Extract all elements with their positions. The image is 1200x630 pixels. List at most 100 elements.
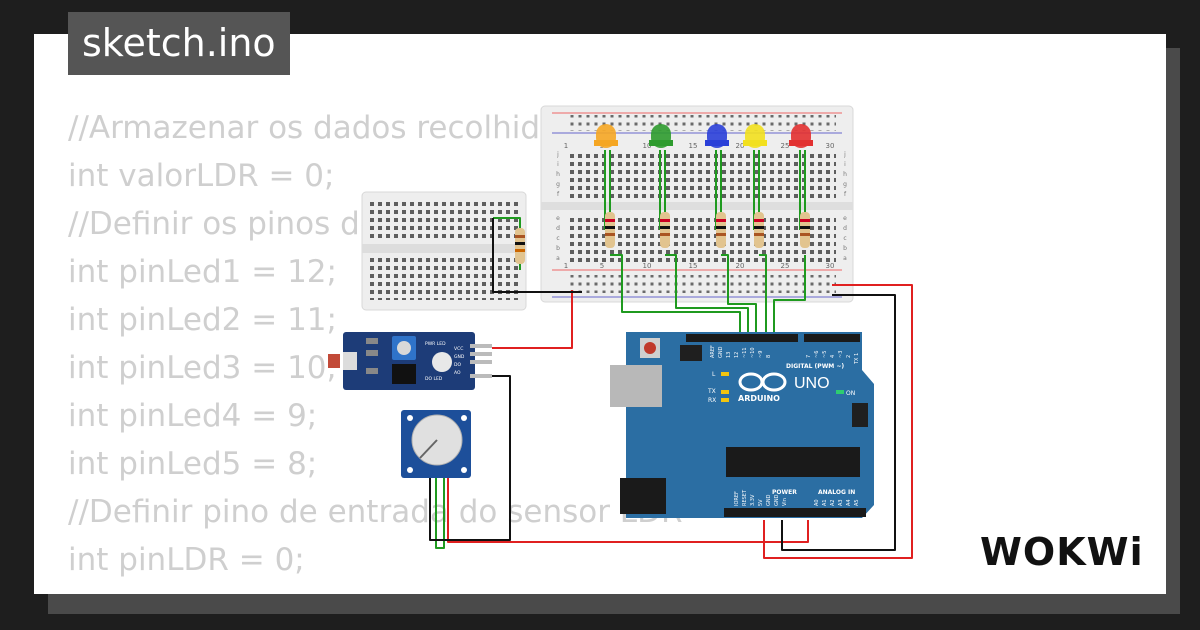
code-line: //Definir os pinos de — [68, 206, 379, 242]
pin-label: RESET — [742, 489, 748, 506]
pin-label: A3 — [838, 499, 844, 506]
digital-label: DIGITAL (PWM ~) — [786, 363, 844, 370]
sensor-pin-label: AO — [454, 370, 461, 376]
pin-label: 7 — [806, 355, 812, 358]
pin-wire — [773, 255, 806, 335]
resistors — [515, 212, 810, 264]
code-line: void setup(){ — [68, 584, 683, 594]
sensor-pin-label: DO — [454, 362, 461, 368]
pin-label: ~9 — [758, 351, 764, 358]
resistor — [754, 212, 764, 248]
pin-label: 3.3V — [750, 494, 756, 506]
atmega-chip — [726, 447, 860, 477]
led-green — [649, 124, 673, 148]
bb-number: 5 — [600, 262, 604, 270]
pin-label: Vin — [782, 498, 788, 506]
pin-label: ~11 — [742, 347, 748, 358]
bb-row-label: c — [556, 235, 559, 242]
power-label: POWER — [772, 489, 797, 496]
pin-label: 4 — [830, 355, 836, 358]
arduino-uno: UNO ARDUINO DIGITAL (PWM ~) POWER ANALOG… — [610, 332, 874, 518]
bb-row-label: b — [843, 245, 847, 252]
bb-number: 1 — [564, 262, 568, 270]
5v-wire — [763, 284, 913, 559]
led-blue — [705, 124, 729, 148]
pin-label: GND — [718, 346, 724, 358]
digital-pin-labels: AREF GND 13 12 ~11 ~10 ~9 8 7 ~6 ~5 4 ~3… — [710, 345, 868, 365]
code-line: int pinLed5 = 8; — [68, 446, 318, 482]
pin-wire — [665, 254, 749, 335]
pin-label: 5V — [758, 499, 764, 506]
bb-row-label: i — [557, 161, 559, 168]
sensor-pin-label: GND — [454, 354, 465, 360]
bb-number: 20 — [736, 142, 745, 150]
pin-label: IOREF — [734, 491, 740, 506]
bb-number: 10 — [643, 262, 652, 270]
code-line: int pinLed3 = 10; — [68, 350, 337, 386]
pin-label: AREF — [710, 345, 716, 358]
wokwi-logo: WOKWi — [980, 530, 1144, 574]
bb-number: 20 — [736, 262, 745, 270]
bb-number: 15 — [689, 142, 698, 150]
led-red — [789, 124, 813, 148]
sketch-title: sketch.ino — [68, 12, 290, 75]
pin-label: ~5 — [822, 351, 828, 358]
sensor-led-label: PWR LED — [425, 341, 446, 347]
pot-vcc-wire — [447, 470, 809, 543]
code-line: int pinLDR = 0; — [68, 542, 305, 578]
bb-number: 25 — [781, 142, 790, 150]
ao-wire — [429, 375, 511, 541]
pin-wire — [759, 254, 767, 335]
bb-row-label: i — [844, 161, 846, 168]
analog-label: ANALOG IN — [818, 489, 855, 496]
usb-port — [610, 365, 662, 407]
bb-number: 30 — [826, 142, 835, 150]
bb-row-label: e — [843, 215, 847, 222]
pin-label: A0 — [814, 499, 820, 506]
sensor-led-label: DO LED — [425, 376, 443, 382]
pin-label: 13 — [726, 352, 732, 358]
bb-row-label: g — [843, 181, 847, 188]
bb-number: 25 — [781, 262, 790, 270]
pin-label: RX 0 — [862, 352, 868, 364]
rx-label: RX — [708, 397, 716, 404]
bb-row-label: f — [844, 191, 847, 198]
pin-label: A5 — [854, 499, 860, 506]
vcc-wire — [492, 290, 573, 349]
wokwi-logo-text: WOKWi — [980, 530, 1144, 574]
bb-number: 15 — [689, 262, 698, 270]
code-line: int pinLed4 = 9; — [68, 398, 318, 434]
led-yellow — [743, 124, 767, 148]
bb-row-label: h — [843, 171, 847, 178]
on-label: ON — [846, 390, 855, 397]
bb-number: 10 — [643, 142, 652, 150]
sensor-pin-label: VCC — [454, 346, 463, 352]
resistor — [515, 228, 525, 264]
pin-label: A4 — [846, 499, 852, 506]
arduino-logo — [738, 372, 787, 392]
digital-header — [686, 334, 798, 342]
bb-row-label: f — [557, 191, 560, 198]
bb-row-label: h — [556, 171, 560, 178]
resistor — [605, 212, 615, 248]
code-listing: //Armazenar os dados recolhidos int valo… — [68, 104, 683, 594]
code-line: int pinLed2 = 11; — [68, 302, 337, 338]
pin-wire — [610, 254, 741, 335]
pin-label: 12 — [734, 352, 740, 358]
pin-label: 2 — [846, 355, 852, 358]
led-orange — [594, 124, 618, 148]
pin-label: ~3 — [838, 351, 844, 358]
resistor — [800, 212, 810, 248]
power-pin-labels: IOREF RESET 3.3V 5V GND GND Vin A0 A1 A2… — [734, 489, 860, 506]
bb-row-label: d — [843, 225, 847, 232]
power-jack — [620, 478, 666, 514]
ldr-sensor-module: PWR LED DO LED VCC GND DO AO — [328, 332, 492, 390]
l-label: L — [712, 371, 716, 378]
code-line: //Armazenar os dados recolhidos — [68, 110, 576, 146]
resistor — [660, 212, 670, 248]
bb-row-label: e — [556, 215, 560, 222]
pot-wire — [435, 470, 445, 549]
uno-label: UNO — [794, 375, 830, 392]
pin-label: GND — [766, 494, 772, 506]
